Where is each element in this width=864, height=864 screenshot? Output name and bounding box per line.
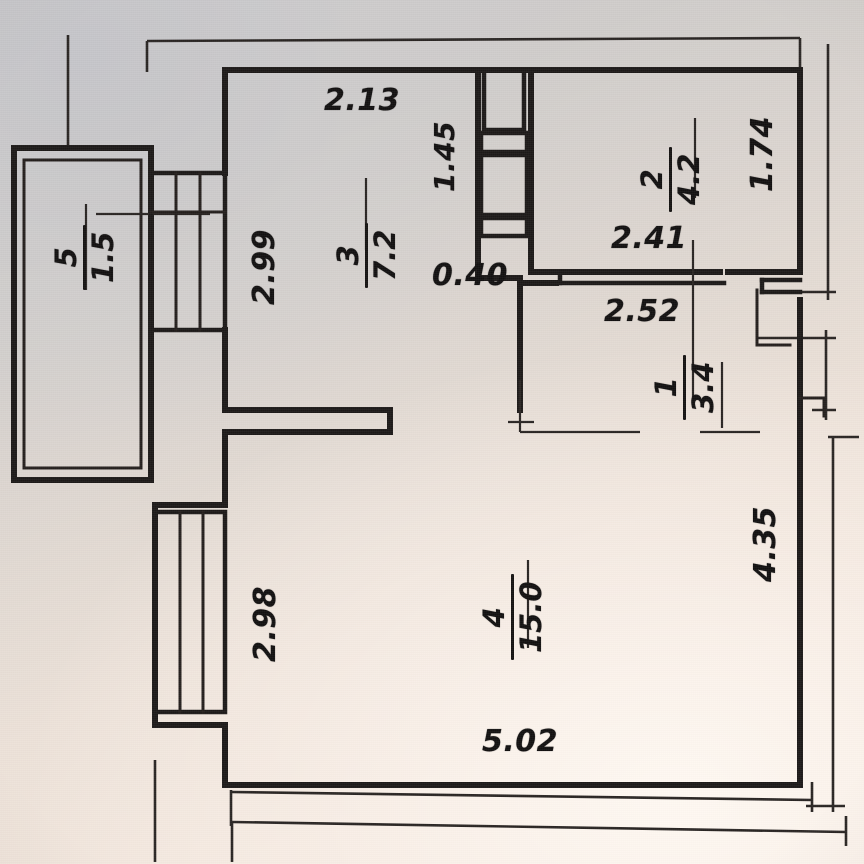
dimension-label-5-02: 5.02 [482, 724, 559, 759]
dimension-label-1-74: 1.74 [745, 115, 780, 192]
dimension-label-2-13: 2.13 [324, 83, 401, 118]
dimension-label-1-45: 1.45 [428, 120, 461, 192]
room-tag-4: 4 15.0 [477, 574, 548, 660]
dimension-line-top [145, 36, 802, 72]
room-number-2: 2 [635, 169, 669, 190]
dimension-label-4-35: 4.35 [748, 505, 783, 582]
dimension-label-2-99: 2.99 [247, 228, 282, 305]
dimension-label-2-41: 2.41 [611, 221, 688, 256]
dimension-line-right-upper [800, 44, 836, 300]
kitchen-walls [528, 67, 803, 286]
room-number-4: 4 [477, 607, 511, 628]
dimension-line-bottom-inner [229, 782, 814, 826]
balcony-door-glazing [148, 170, 228, 333]
room-area-2: 4.2 [671, 153, 706, 205]
room-area-3: 7.2 [367, 229, 402, 281]
room-number-5: 5 [49, 247, 83, 268]
door-opening-right-wall [798, 396, 826, 418]
room-tag-3: 3 7.2 [331, 222, 402, 288]
room-area-1: 3.4 [685, 361, 720, 413]
dimension-label-0-40: 0.40 [432, 258, 509, 293]
balcony-outline [11, 145, 154, 483]
bathroom-door-block [478, 67, 530, 239]
room-area-5: 1.5 [85, 231, 120, 283]
room-number-1: 1 [649, 377, 683, 398]
dimension-line-bottom-outer [230, 816, 848, 862]
room-tag-5: 5 1.5 [49, 224, 120, 290]
dimension-label-2-52: 2.52 [604, 294, 681, 329]
room-tag-2: 2 4.2 [635, 146, 706, 212]
room-area-4: 15.0 [513, 581, 548, 653]
dimension-label-2-98: 2.98 [248, 585, 283, 662]
wc-region [508, 280, 760, 434]
living-room-left-glazing [152, 509, 228, 715]
door-opening-hall-to-living [755, 288, 792, 347]
leader-ticks [84, 118, 724, 648]
room-tag-1: 1 3.4 [649, 354, 720, 420]
room-number-3: 3 [331, 245, 365, 266]
dimension-line-right-lower [806, 435, 859, 812]
